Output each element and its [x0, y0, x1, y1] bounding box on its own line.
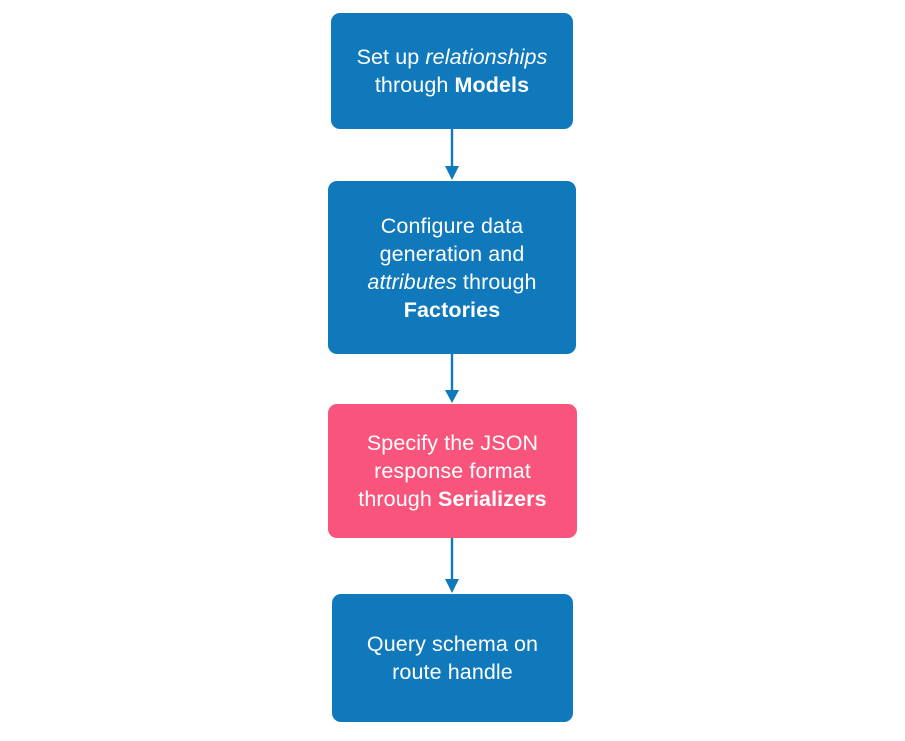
flow-node-serializers-label: Specify the JSON response format through S…: [338, 429, 567, 513]
flow-node-query-label: Query schema on route handle: [342, 630, 563, 686]
edge-models-to-factories: [445, 129, 459, 180]
line-3: attributes through: [367, 269, 537, 294]
line-1: Query schema on: [366, 632, 539, 656]
flow-node-models[interactable]: Set up relationships through Models: [331, 13, 573, 129]
line-1: Set up relationships: [356, 45, 548, 69]
line-2: response format: [374, 459, 531, 483]
edge-serializers-to-query: [445, 538, 459, 593]
line-1: Configure data: [380, 213, 524, 238]
flow-node-query[interactable]: Query schema on route handle: [332, 594, 573, 722]
flow-node-models-label: Set up relationships through Models: [341, 43, 563, 99]
line-2: route handle: [392, 660, 513, 684]
edge-factories-to-serializers: [445, 354, 459, 403]
flow-node-factories-label: Configure data generation and attributes t…: [338, 212, 566, 324]
line-1: Specify the JSON: [366, 431, 539, 455]
line-2: through Models: [374, 73, 530, 97]
line-4: Factories: [403, 297, 501, 322]
line-3: through Serializers: [358, 487, 547, 511]
line-2: generation and: [379, 241, 525, 266]
flow-node-serializers[interactable]: Specify the JSON response format through S…: [328, 404, 577, 538]
flow-node-factories[interactable]: Configure data generation and attributes t…: [328, 181, 576, 354]
